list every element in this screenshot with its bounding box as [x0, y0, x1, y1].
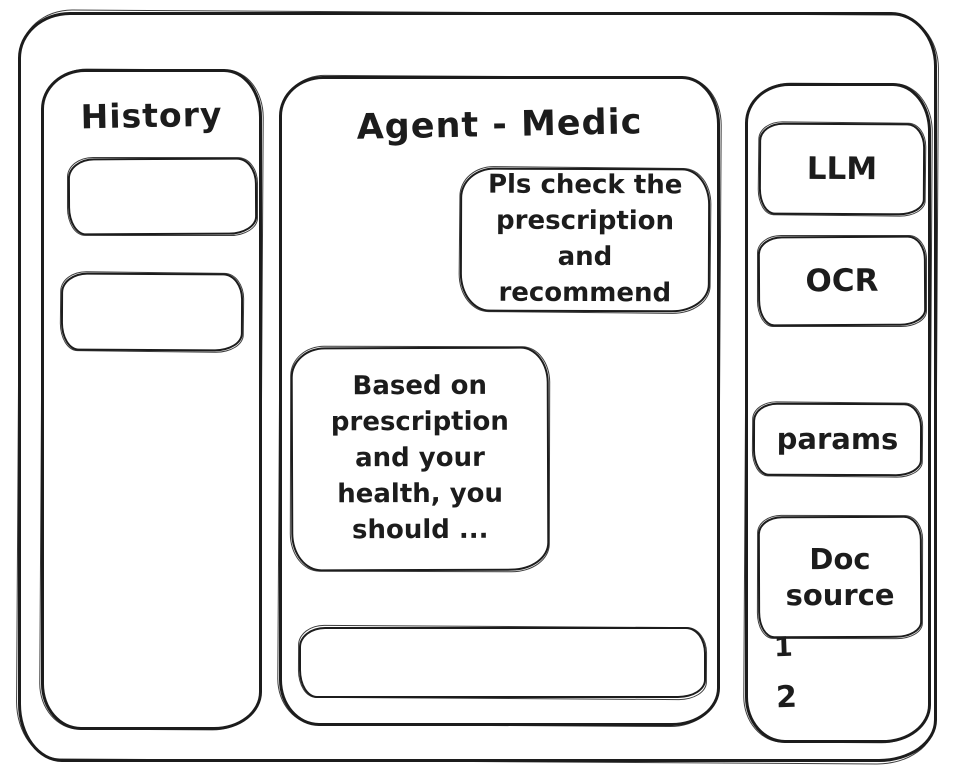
params-button[interactable]: params — [752, 402, 923, 477]
ocr-button[interactable]: OCR — [757, 235, 927, 327]
params-button-label: params — [776, 422, 899, 457]
user-message-bubble: Pls check the prescription and recommend — [459, 167, 711, 313]
history-item[interactable] — [67, 157, 258, 236]
history-item[interactable] — [60, 272, 244, 352]
settings-panel: LLM OCR params Doc source 1 2 — [745, 83, 931, 743]
doc-source-item-1[interactable]: 1 — [773, 631, 794, 664]
agent-message-bubble: Based on prescription and your health, y… — [290, 346, 550, 572]
doc-source-button[interactable]: Doc source — [757, 515, 923, 639]
doc-source-item-2[interactable]: 2 — [775, 679, 798, 716]
agent-message-text: Based on prescription and your health, y… — [330, 371, 509, 546]
history-title: History — [80, 94, 223, 137]
app-window: History Agent - Medic Pls check the pres… — [18, 12, 937, 762]
user-message-text: Pls check the prescription and recommend — [487, 169, 683, 309]
history-panel: History — [41, 69, 262, 730]
llm-button[interactable]: LLM — [758, 122, 926, 216]
ocr-button-label: OCR — [805, 262, 879, 299]
llm-button-label: LLM — [806, 150, 878, 187]
message-input-bar[interactable] — [299, 627, 706, 698]
chat-title: Agent - Medic — [356, 102, 643, 148]
chat-panel: Agent - Medic Pls check the prescription… — [279, 76, 720, 726]
message-input[interactable] — [301, 629, 704, 696]
doc-source-button-label: Doc source — [785, 541, 895, 613]
